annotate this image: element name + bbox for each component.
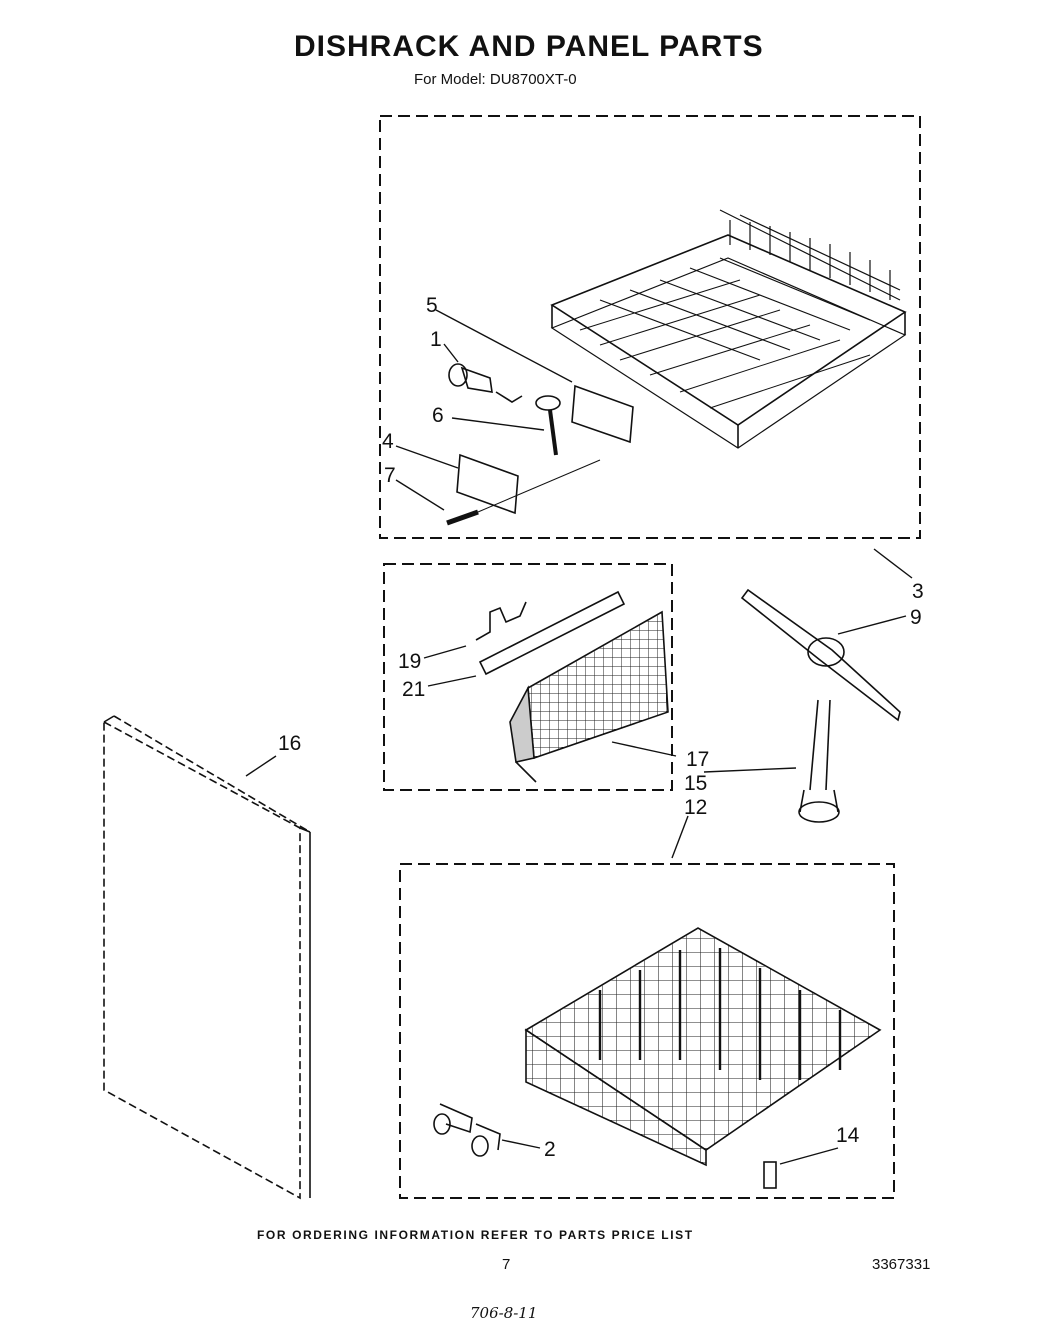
- upper-rack-group-box: [379, 115, 921, 539]
- upper-dishrack-drawing: [550, 209, 907, 449]
- lower-dishrack-drawing: [524, 927, 882, 1167]
- document-number: 3367331: [872, 1256, 931, 1273]
- callout-3: 3: [912, 580, 924, 603]
- callout-2: 2: [544, 1138, 556, 1161]
- silverware-basket-drawing: [475, 590, 669, 783]
- upper-rack-hardware-drawing: [446, 363, 634, 526]
- callout-9: 9: [910, 606, 922, 629]
- handwritten-note: 706-8-11: [470, 1304, 538, 1322]
- callout-7: 7: [384, 464, 396, 487]
- callout-19: 19: [398, 650, 421, 673]
- callout-15: 15: [684, 772, 707, 795]
- callout-21: 21: [402, 678, 425, 701]
- callout-17: 17: [686, 748, 709, 771]
- callout-14: 14: [836, 1124, 860, 1147]
- callout-1: 1: [430, 328, 442, 351]
- page-number: 7: [502, 1256, 511, 1273]
- model-subtitle: For Model: DU8700XT-0: [414, 71, 577, 88]
- spray-arm-drawing: [740, 588, 901, 823]
- callout-4: 4: [382, 430, 394, 453]
- door-panel-drawing: [103, 715, 311, 1200]
- callout-16: 16: [278, 732, 301, 755]
- leader-lines: [245, 309, 913, 1165]
- ordering-info-note: FOR ORDERING INFORMATION REFER TO PARTS …: [257, 1228, 694, 1242]
- lower-rack-hardware-drawing: [433, 1103, 777, 1189]
- page-title: DISHRACK AND PANEL PARTS: [294, 30, 764, 63]
- silverware-basket-group-box: [383, 563, 673, 791]
- callout-6: 6: [432, 404, 444, 427]
- callout-5: 5: [426, 294, 438, 317]
- callout-12: 12: [684, 796, 707, 819]
